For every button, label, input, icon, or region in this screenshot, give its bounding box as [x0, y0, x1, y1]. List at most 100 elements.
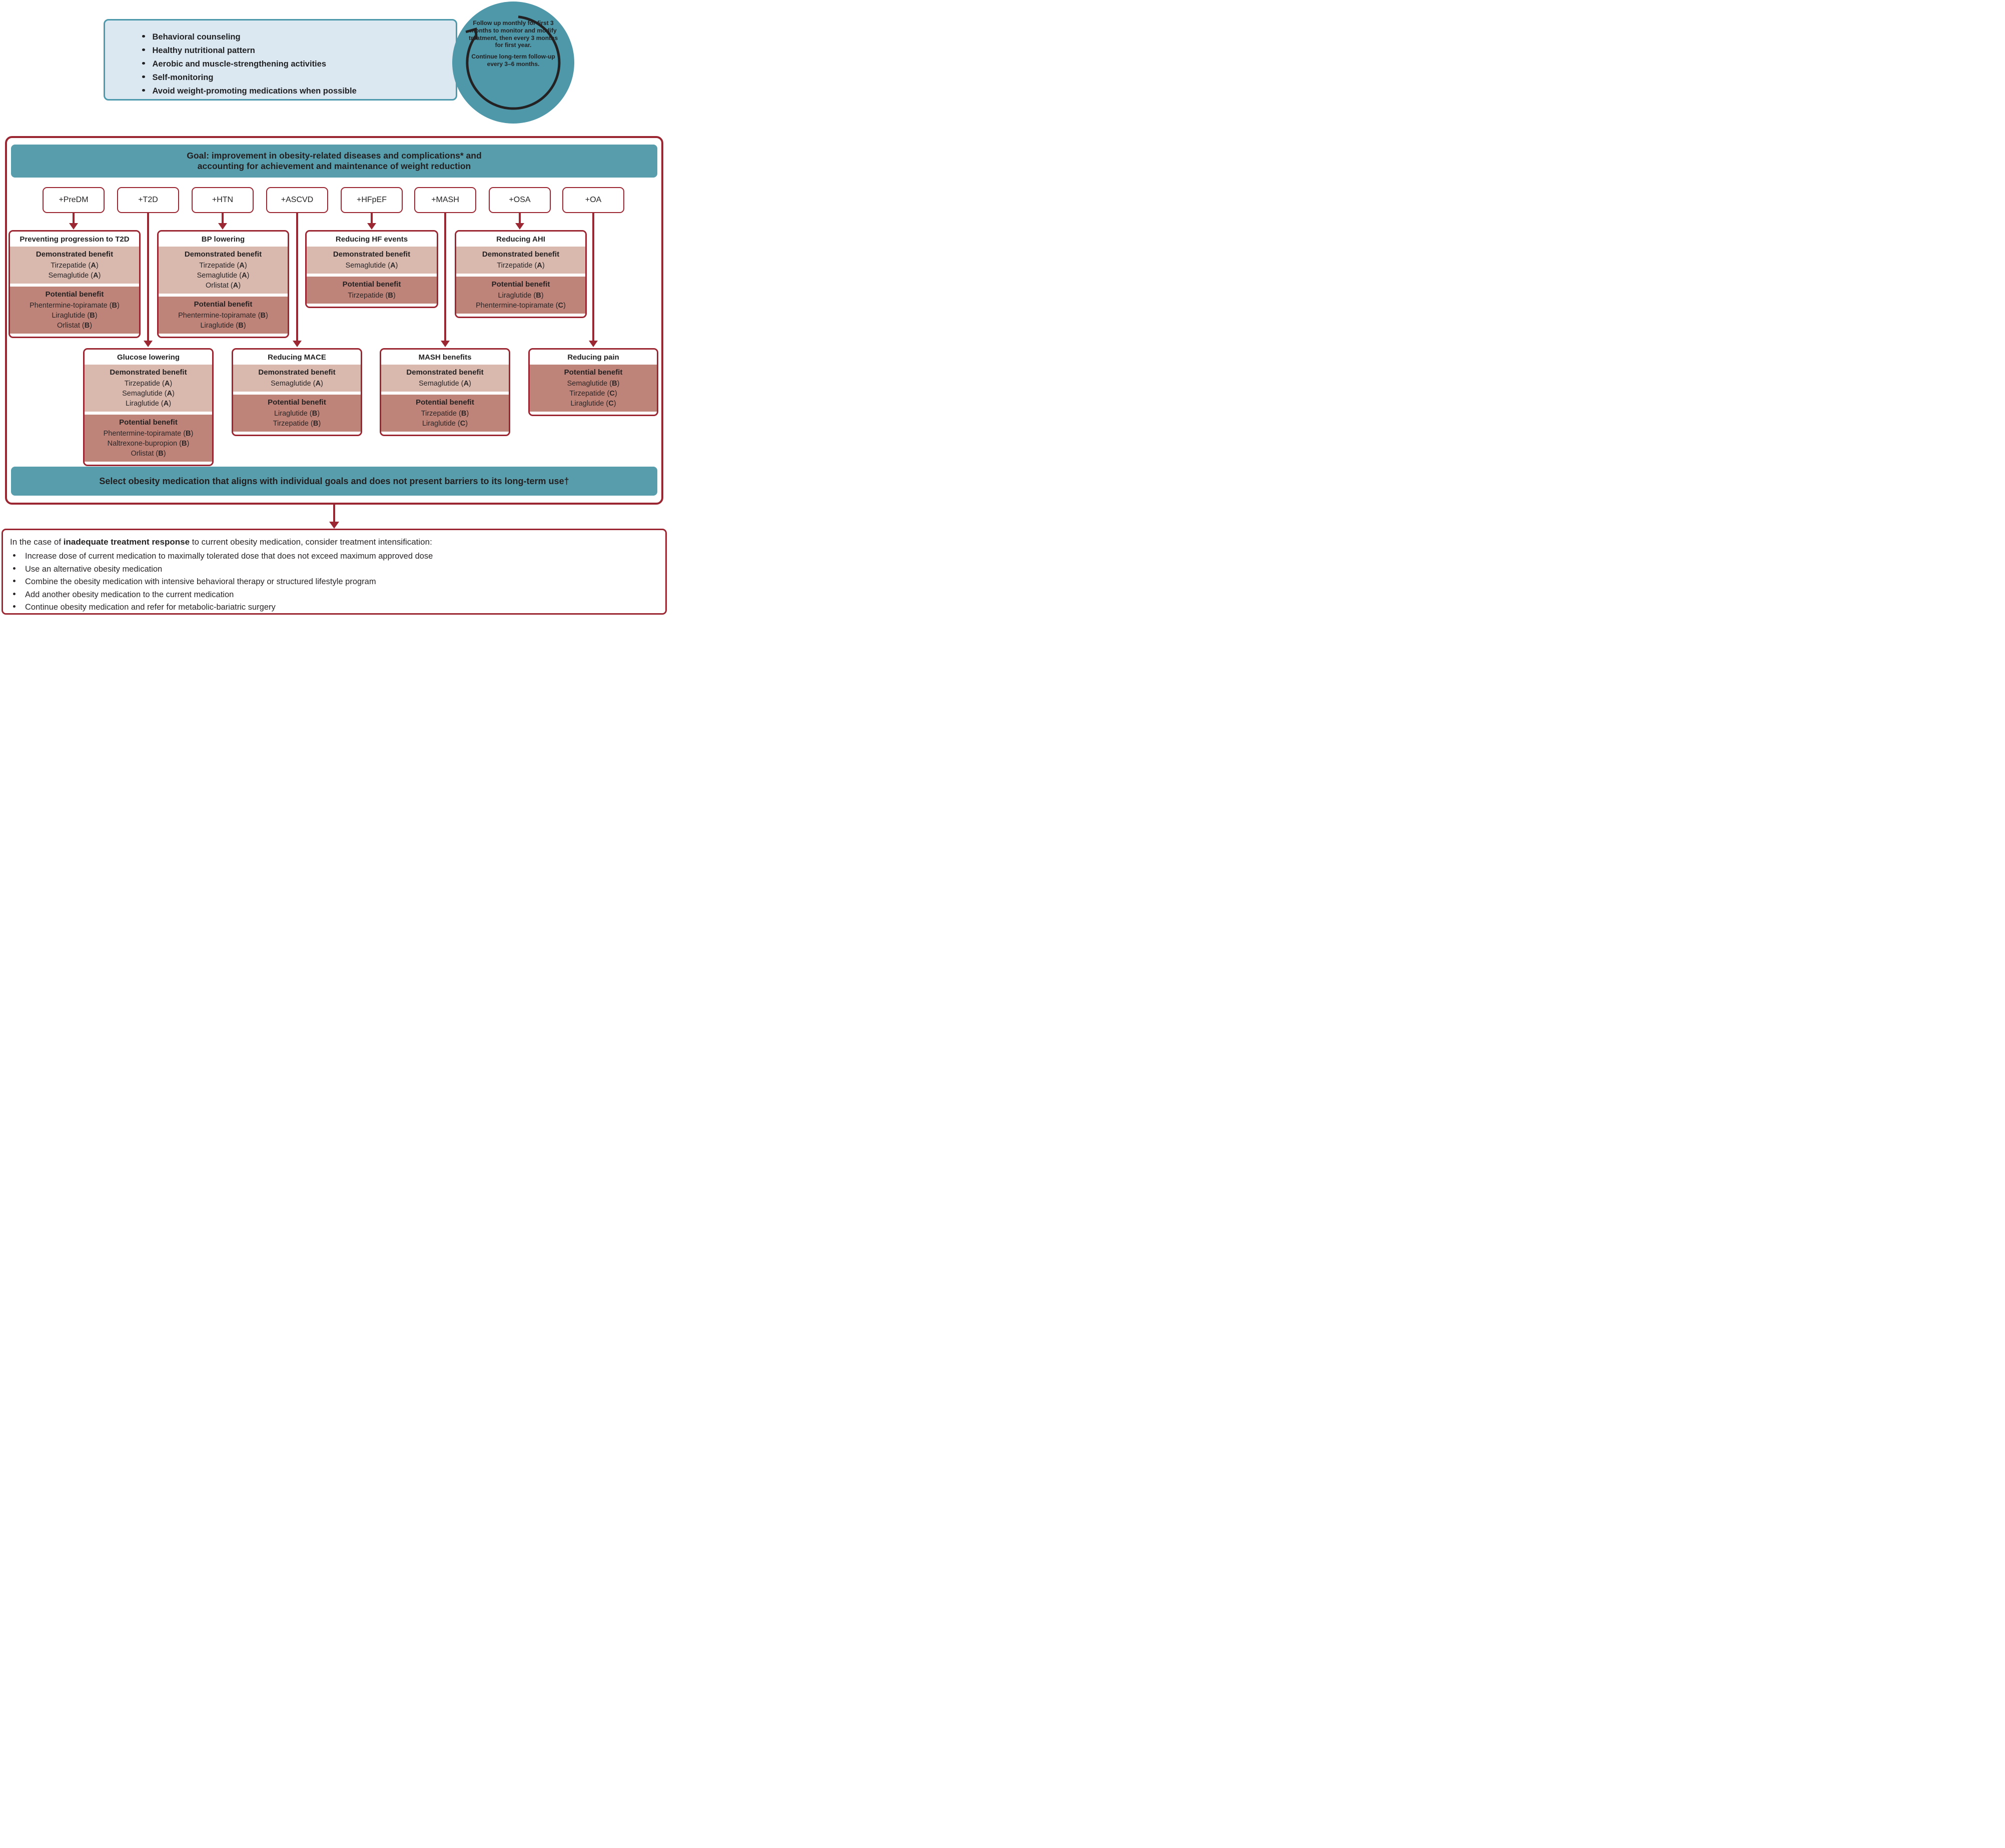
bullet-text: Add another obesity medication to the cu…	[25, 590, 234, 599]
bullet-item: Aerobic and muscle-strengthening activit…	[142, 60, 450, 73]
arrow-osa	[519, 213, 521, 224]
medication-item: Tirzepatide (C)	[569, 390, 617, 398]
benefit-box-title: Reducing MACE	[233, 350, 361, 365]
arrow-htn	[222, 213, 224, 224]
treatment-intensification-box: In the case of inadequate treatment resp…	[2, 529, 667, 615]
medication-item: Tirzepatide (A)	[51, 262, 99, 270]
medication-item: Liraglutide (B)	[200, 322, 246, 330]
medication-item: Tirzepatide (B)	[348, 292, 396, 300]
bullet-text: Aerobic and muscle-strengthening activit…	[152, 60, 327, 69]
select-medication-bar: Select obesity medication that aligns wi…	[11, 467, 657, 496]
medication-item: Liraglutide (B)	[274, 410, 320, 418]
bullet-item: Behavioral counseling	[142, 33, 450, 46]
bullet-item: Self-monitoring	[142, 73, 450, 87]
medication-item: Phentermine-topiramate (B)	[103, 430, 194, 438]
arrow-oa	[592, 213, 594, 341]
medication-item: Orlistat (A)	[205, 282, 241, 290]
condition-tag-osa: +OSA	[489, 187, 551, 213]
bullet-text: Behavioral counseling	[152, 33, 241, 42]
benefit-section-label: Demonstrated benefit	[258, 368, 336, 377]
arrow-hfpef-head	[367, 223, 376, 230]
bullet-item: Healthy nutritional pattern	[142, 46, 450, 60]
cycle-arrow-icon	[465, 16, 561, 110]
medication-item: Liraglutide (B)	[498, 292, 544, 300]
bullet-dot	[142, 89, 145, 92]
follow-up-text-1: Follow up monthly for first 3 months to …	[468, 20, 558, 49]
bullet-dot	[13, 554, 16, 557]
intro-prefix: In the case of	[10, 537, 64, 547]
arrow-oa-head	[589, 341, 598, 347]
arrow-mash-head	[441, 341, 450, 347]
bullet-dot	[13, 605, 16, 608]
benefit-box-title: Glucose lowering	[85, 350, 212, 365]
bullet-item: Use an alternative obesity medication	[13, 565, 657, 578]
medication-item: Semaglutide (A)	[197, 272, 250, 280]
condition-tag-t2d: +T2D	[117, 187, 179, 213]
benefit-section-label: Potential benefit	[194, 300, 253, 309]
benefit-section-label: Demonstrated benefit	[36, 250, 114, 259]
medication-item: Tirzepatide (B)	[273, 420, 321, 428]
benefit-box-title: Reducing pain	[530, 350, 657, 365]
arrow-ascvd	[296, 213, 298, 341]
bullet-text: Continue obesity medication and refer fo…	[25, 603, 276, 612]
benefit-section-label: Demonstrated benefit	[406, 368, 484, 377]
bullet-item: Add another obesity medication to the cu…	[13, 590, 657, 603]
medication-item: Semaglutide (A)	[271, 380, 323, 388]
medication-item: Orlistat (B)	[131, 450, 166, 458]
bullet-dot	[13, 580, 16, 582]
bullet-text: Avoid weight-promoting medications when …	[152, 87, 357, 96]
bullet-dot	[142, 75, 145, 78]
arrow-predm-head	[69, 223, 78, 230]
medication-item: Semaglutide (B)	[567, 380, 620, 388]
bullet-text: Self-monitoring	[152, 73, 214, 82]
intensification-intro: In the case of inadequate treatment resp…	[3, 530, 665, 552]
bullet-item: Continue obesity medication and refer fo…	[13, 603, 657, 616]
arrow-t2d-head	[144, 341, 153, 347]
arrow-ascvd-head	[293, 341, 302, 347]
benefit-box-title: BP lowering	[159, 232, 288, 247]
benefit-section-label: Demonstrated benefit	[333, 250, 411, 259]
arrow-mash	[444, 213, 446, 341]
benefit-section-label: Potential benefit	[268, 398, 326, 407]
benefit-section-label: Potential benefit	[564, 368, 623, 377]
medication-item: Liraglutide (B)	[52, 312, 98, 320]
goal-line-2: accounting for achievement and maintenan…	[197, 161, 471, 171]
benefit-section-label: Potential benefit	[491, 280, 550, 289]
medication-item: Phentermine-topiramate (C)	[476, 302, 566, 310]
medication-item: Orlistat (B)	[57, 322, 93, 330]
medication-item: Tirzepatide (A)	[497, 262, 545, 270]
medication-item: Semaglutide (A)	[345, 262, 398, 270]
bullet-text: Healthy nutritional pattern	[152, 46, 255, 55]
bullet-dot	[142, 35, 145, 38]
benefit-box-title: Reducing AHI	[456, 232, 585, 247]
bullet-dot	[142, 62, 145, 65]
benefit-section-label: Potential benefit	[416, 398, 474, 407]
follow-up-circle: Follow up monthly for first 3 months to …	[452, 2, 574, 124]
intro-suffix: to current obesity medication, consider …	[190, 537, 432, 547]
condition-tag-htn: +HTN	[192, 187, 254, 213]
medication-item: Tirzepatide (A)	[124, 380, 173, 388]
arrow-to-intensification-head	[329, 522, 339, 529]
intensification-list: Increase dose of current medication to m…	[3, 552, 665, 616]
condition-tag-hfpef: +HFpEF	[341, 187, 403, 213]
bullet-item: Combine the obesity medication with inte…	[13, 577, 657, 590]
bullet-dot	[13, 567, 16, 570]
follow-up-text: Follow up monthly for first 3 months to …	[468, 20, 558, 72]
bullet-item: Increase dose of current medication to m…	[13, 552, 657, 565]
